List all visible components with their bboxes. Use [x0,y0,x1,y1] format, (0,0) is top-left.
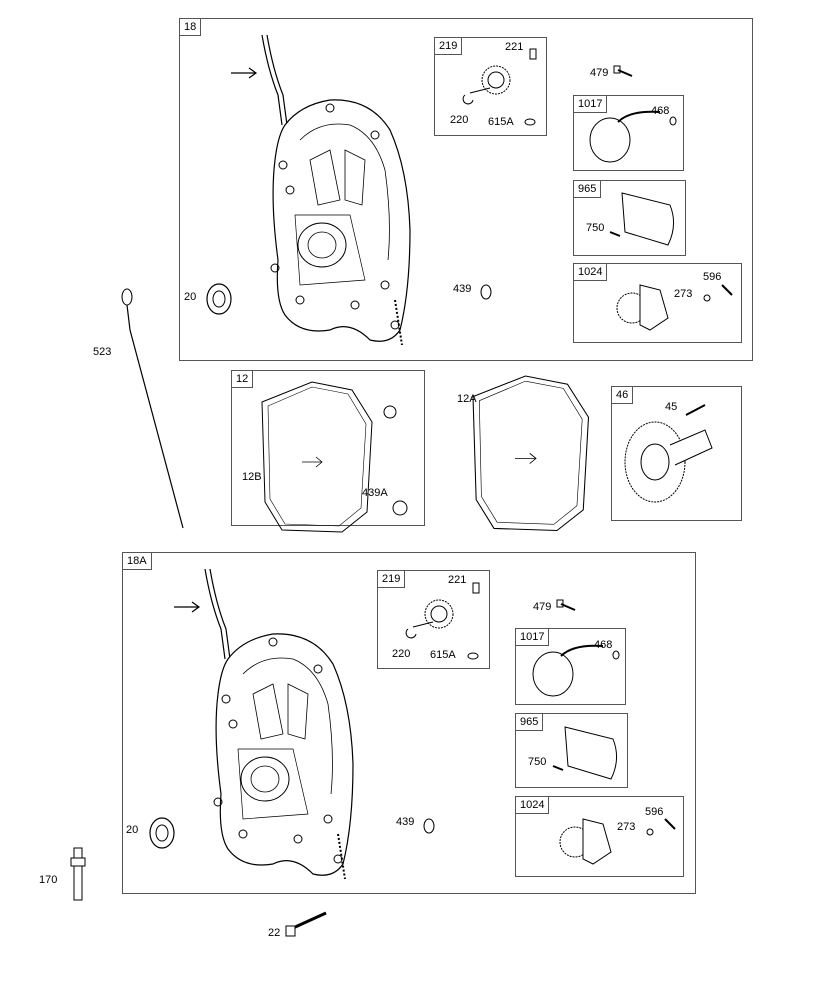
part-label-468: 468 [651,105,670,117]
part-label-20: 20 [184,291,197,303]
group-label-1024: 1024 [573,263,608,281]
part-label-479b: 479 [533,601,552,613]
part-label-220: 220 [450,114,469,126]
part-label-221b: 221 [448,574,467,586]
group-label-1017b: 1017 [515,628,550,646]
group-label-18: 18 [179,18,202,36]
part-label-20b: 20 [126,824,139,836]
part-label-439b: 439 [396,816,415,828]
part-label-22: 22 [268,927,281,939]
part-label-12a: 12A [457,393,477,405]
group-label-219: 219 [434,37,463,55]
part-label-45: 45 [665,401,678,413]
part-label-170: 170 [39,874,58,886]
part-label-596b: 596 [645,806,664,818]
part-label-220b: 220 [392,648,411,660]
part-label-273b: 273 [617,821,636,833]
part-label-12b: 12B [242,471,262,483]
part-label-273: 273 [674,288,693,300]
group-label-12: 12 [231,370,254,388]
group-label-219b: 219 [377,570,406,588]
part-label-615ab: 615A [430,649,456,661]
part-label-750b: 750 [528,756,547,768]
part-label-439: 439 [453,283,472,295]
part-label-615a: 615A [488,116,514,128]
part-label-468b: 468 [594,639,613,651]
group-label-965: 965 [573,180,602,198]
group-label-965b: 965 [515,713,544,731]
part-label-750: 750 [586,222,605,234]
group-label-18a: 18A [122,552,152,570]
part-label-596: 596 [703,271,722,283]
group-label-1024b: 1024 [515,796,550,814]
part-label-523: 523 [93,346,112,358]
part-label-221: 221 [505,41,524,53]
part-label-439a: 439A [362,487,388,499]
group-label-46: 46 [611,386,634,404]
group-label-1017: 1017 [573,95,608,113]
part-label-479: 479 [590,67,609,79]
